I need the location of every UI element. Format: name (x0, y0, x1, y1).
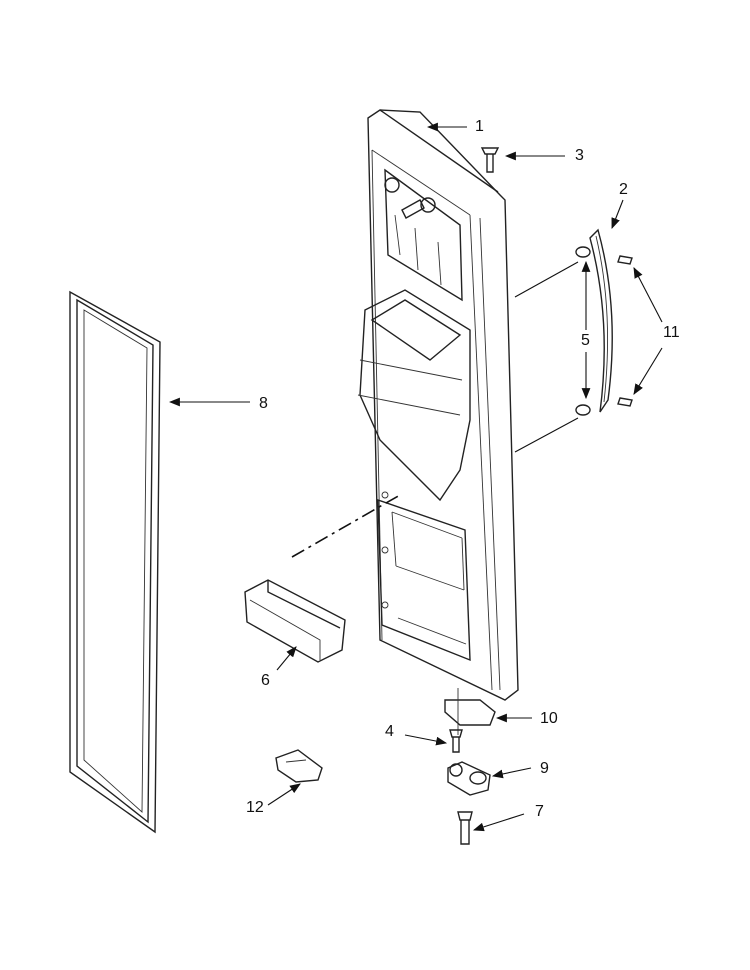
handle-spacers (575, 246, 591, 416)
callout-7: 7 (535, 803, 544, 820)
callout-8: 8 (259, 395, 268, 412)
callout-6: 6 (261, 672, 270, 689)
door-gasket (69, 290, 161, 834)
handle-screws (617, 255, 633, 407)
screw-7 (457, 811, 473, 845)
callout-3: 3 (575, 147, 584, 164)
callout-10: 10 (540, 710, 558, 727)
callout-4: 4 (385, 723, 394, 740)
hinge (447, 761, 491, 796)
screw-top (480, 147, 500, 173)
callout-2: 2 (619, 181, 628, 198)
callout-5: 5 (581, 332, 590, 349)
callout-1: 1 (475, 118, 484, 135)
bottom-hinge-bracket (444, 688, 496, 735)
callout-11: 11 (663, 324, 680, 341)
callout-12: 12 (246, 799, 264, 816)
small-bracket (275, 749, 323, 783)
screw-4 (449, 729, 463, 753)
door-handle (589, 228, 613, 413)
door-panel (357, 109, 519, 701)
callout-9: 9 (540, 760, 549, 777)
door-bin (244, 579, 346, 663)
